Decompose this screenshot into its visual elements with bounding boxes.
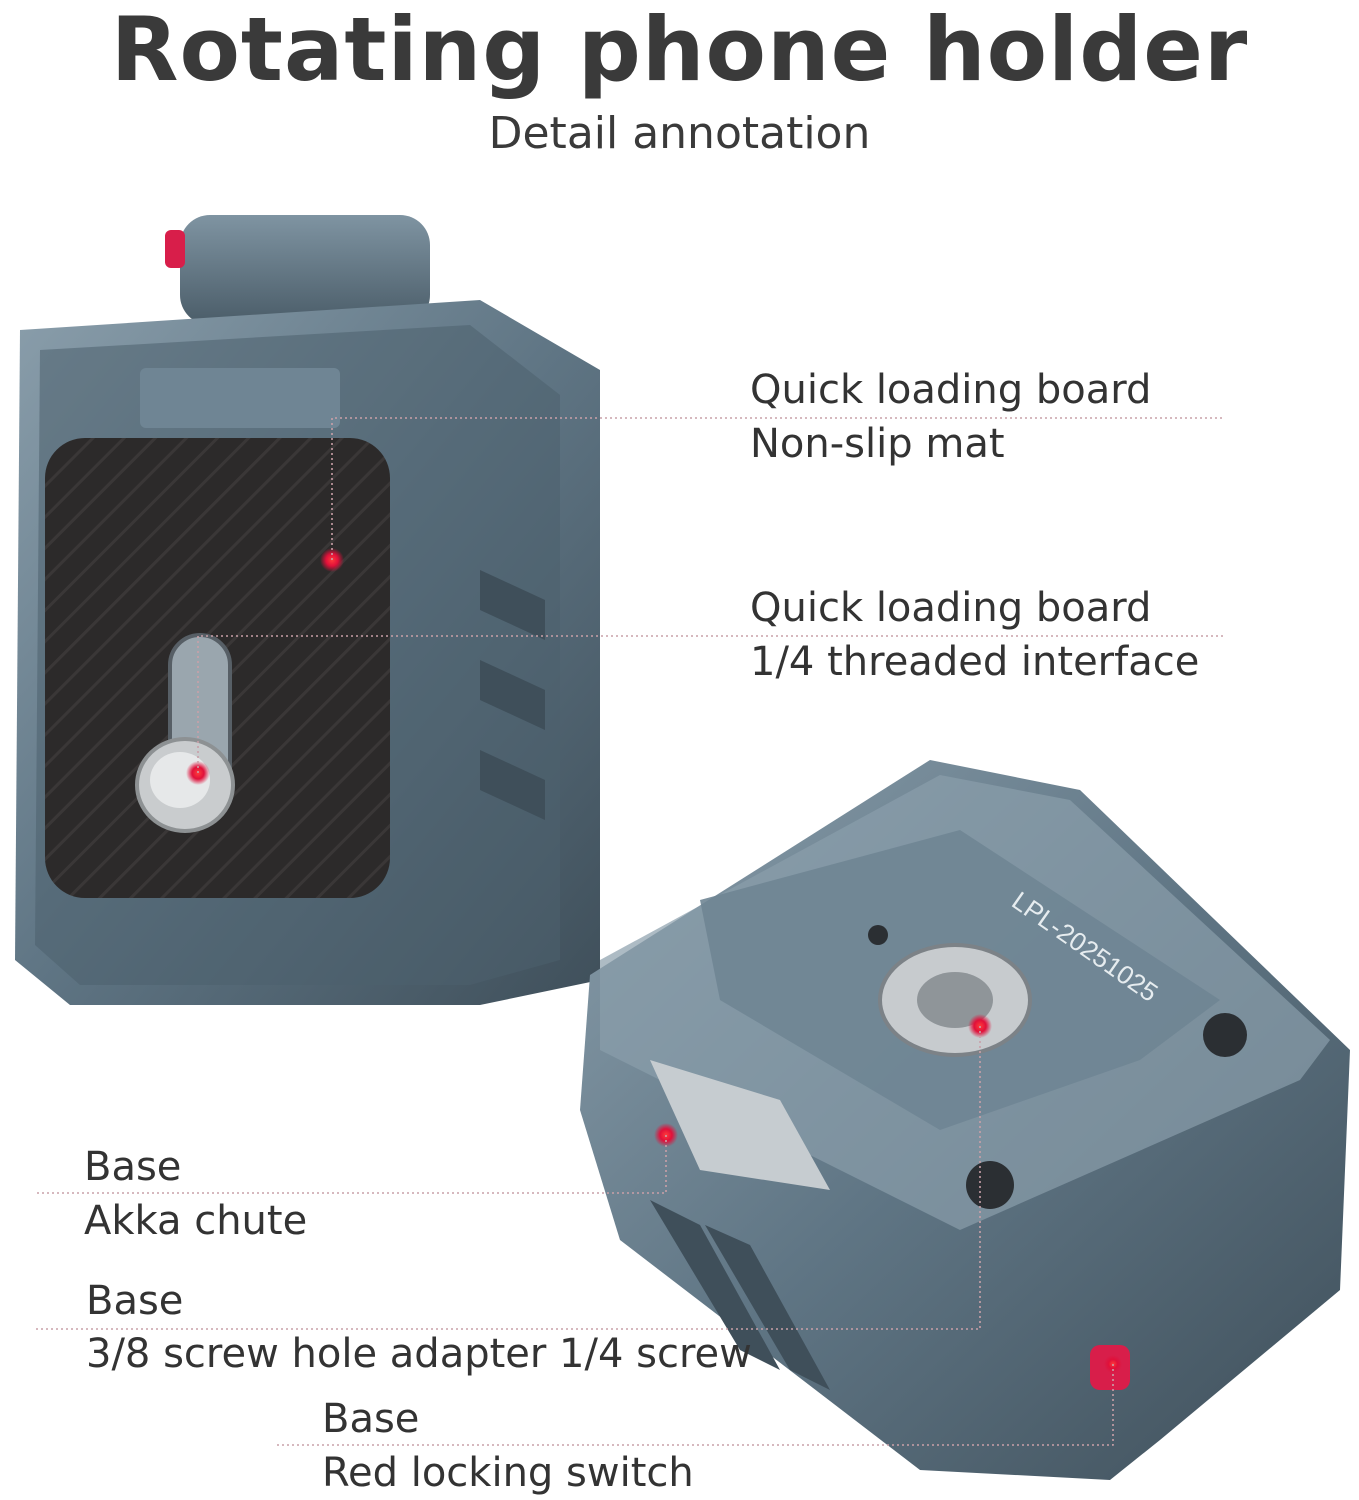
annotation-4-title: Base	[86, 1278, 184, 1324]
leader-line	[275, 1364, 1114, 1446]
leader-line	[197, 635, 1225, 773]
base-screw	[1203, 1013, 1247, 1057]
leader-lines	[35, 417, 1225, 1446]
page-title: Rotating phone holder	[110, 0, 1249, 101]
top-red-pin	[165, 230, 185, 268]
annotation-3-detail: Akka chute	[84, 1198, 308, 1244]
annotation-1-detail: Non-slip mat	[750, 421, 1005, 467]
annotation-3-title: Base	[84, 1144, 182, 1190]
annotation-2-title: Quick loading board	[750, 585, 1152, 631]
annotation-5-detail: Red locking switch	[322, 1450, 694, 1496]
base-screw	[966, 1161, 1014, 1209]
annotation-2-detail: 1/4 threaded interface	[750, 639, 1200, 685]
annotation-5-title: Base	[322, 1396, 420, 1442]
leader-line	[331, 417, 1225, 560]
leader-line	[35, 1026, 981, 1330]
annotation-1-title: Quick loading board	[750, 367, 1152, 413]
holder-base-view: LPL-20251025	[580, 760, 1350, 1480]
annotation-4-detail: 3/8 screw hole adapter 1/4 screw	[86, 1331, 752, 1377]
top-hinge-knob	[180, 215, 430, 325]
page-subtitle: Detail annotation	[488, 108, 871, 159]
holder-front-view	[15, 215, 600, 1005]
akka-chute	[650, 1060, 830, 1190]
